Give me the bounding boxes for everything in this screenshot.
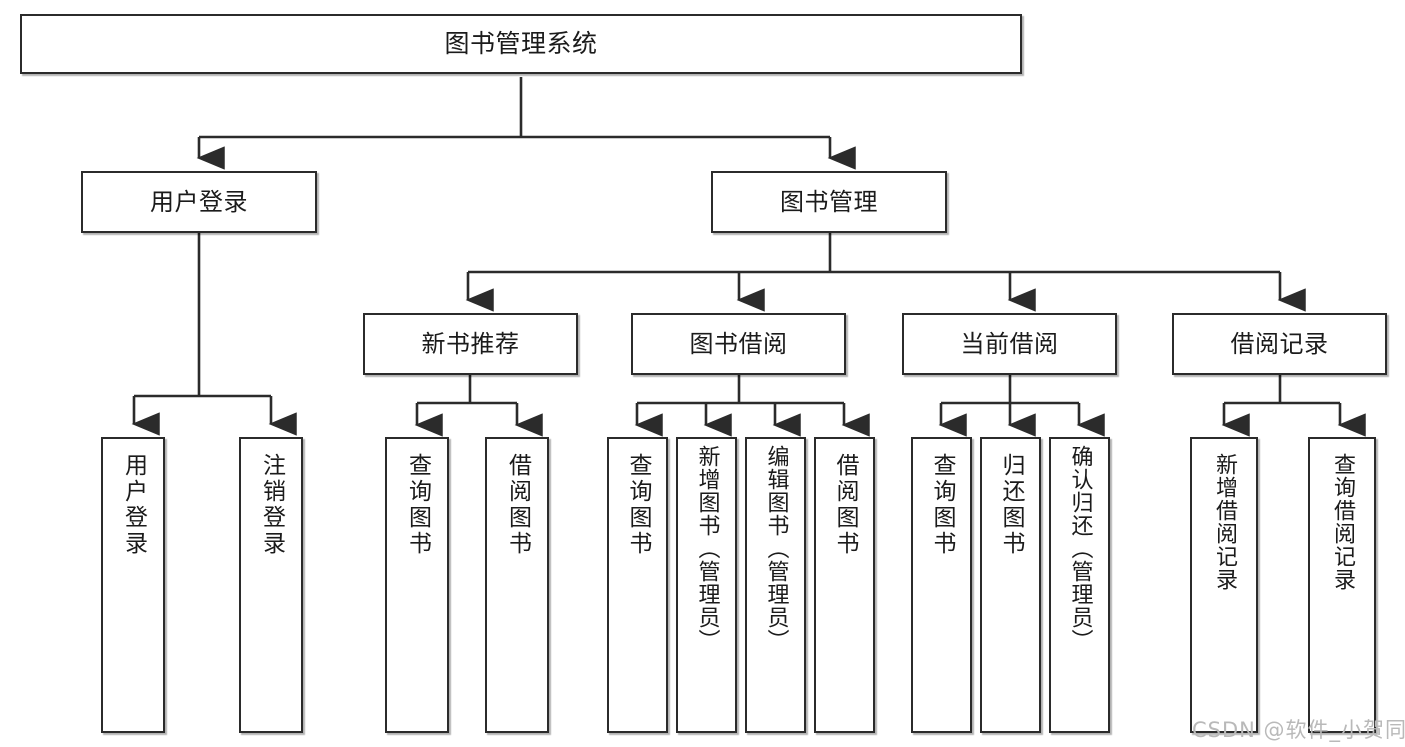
leaf-return-book[interactable]: 归还图书	[980, 437, 1041, 733]
node-label: 注销登录	[258, 453, 285, 557]
leaf-query-record[interactable]: 查询借阅记录	[1308, 437, 1376, 733]
csdn-watermark: CSDN @软件_小贺同学	[1192, 718, 1405, 742]
leaf-query-book-2[interactable]: 查询图书	[607, 437, 668, 733]
node-user-login[interactable]: 用户登录	[81, 171, 317, 233]
node-label: 查询图书	[404, 453, 431, 557]
node-label: 归还图书	[998, 453, 1024, 557]
node-current-borrow[interactable]: 当前借阅	[902, 313, 1117, 375]
node-label: 当前借阅	[960, 329, 1059, 358]
node-label: 图书管理系统	[444, 29, 598, 59]
leaf-edit-book[interactable]: 编辑图书（管理员）	[745, 437, 806, 733]
leaf-query-book-1[interactable]: 查询图书	[385, 437, 449, 733]
node-label: 新书推荐	[421, 329, 520, 358]
leaf-add-record[interactable]: 新增借阅记录	[1190, 437, 1258, 733]
node-root-system[interactable]: 图书管理系统	[20, 14, 1022, 74]
node-label: 新增借阅记录	[1212, 453, 1237, 591]
leaf-query-book-3[interactable]: 查询图书	[911, 437, 972, 733]
leaf-logout-login[interactable]: 注销登录	[239, 437, 303, 733]
node-label: 查询图书	[625, 453, 651, 557]
node-label: 用户登录	[150, 187, 248, 216]
leaf-add-book[interactable]: 新增图书（管理员）	[676, 437, 737, 733]
node-label: 借阅记录	[1230, 329, 1329, 358]
node-book-manage[interactable]: 图书管理	[711, 171, 947, 233]
node-label: 用户登录	[120, 453, 147, 557]
node-label: 图书管理	[780, 187, 878, 216]
node-label: 查询借阅记录	[1330, 453, 1355, 591]
node-label: 新增图书（管理员）	[694, 445, 720, 652]
node-label: 确认归还（管理员）	[1067, 445, 1093, 652]
leaf-borrow-book-1[interactable]: 借阅图书	[485, 437, 549, 733]
leaf-borrow-book-2[interactable]: 借阅图书	[814, 437, 875, 733]
node-label: 借阅图书	[504, 453, 531, 557]
node-label: 借阅图书	[832, 453, 858, 557]
node-label: 查询图书	[929, 453, 955, 557]
node-borrow-record[interactable]: 借阅记录	[1172, 313, 1387, 375]
node-label: 图书借阅	[689, 329, 788, 358]
node-new-book-recommend[interactable]: 新书推荐	[363, 313, 578, 375]
node-label: 编辑图书（管理员）	[763, 445, 789, 652]
leaf-user-login[interactable]: 用户登录	[101, 437, 165, 733]
leaf-confirm-return[interactable]: 确认归还（管理员）	[1049, 437, 1110, 733]
node-book-borrow[interactable]: 图书借阅	[631, 313, 846, 375]
